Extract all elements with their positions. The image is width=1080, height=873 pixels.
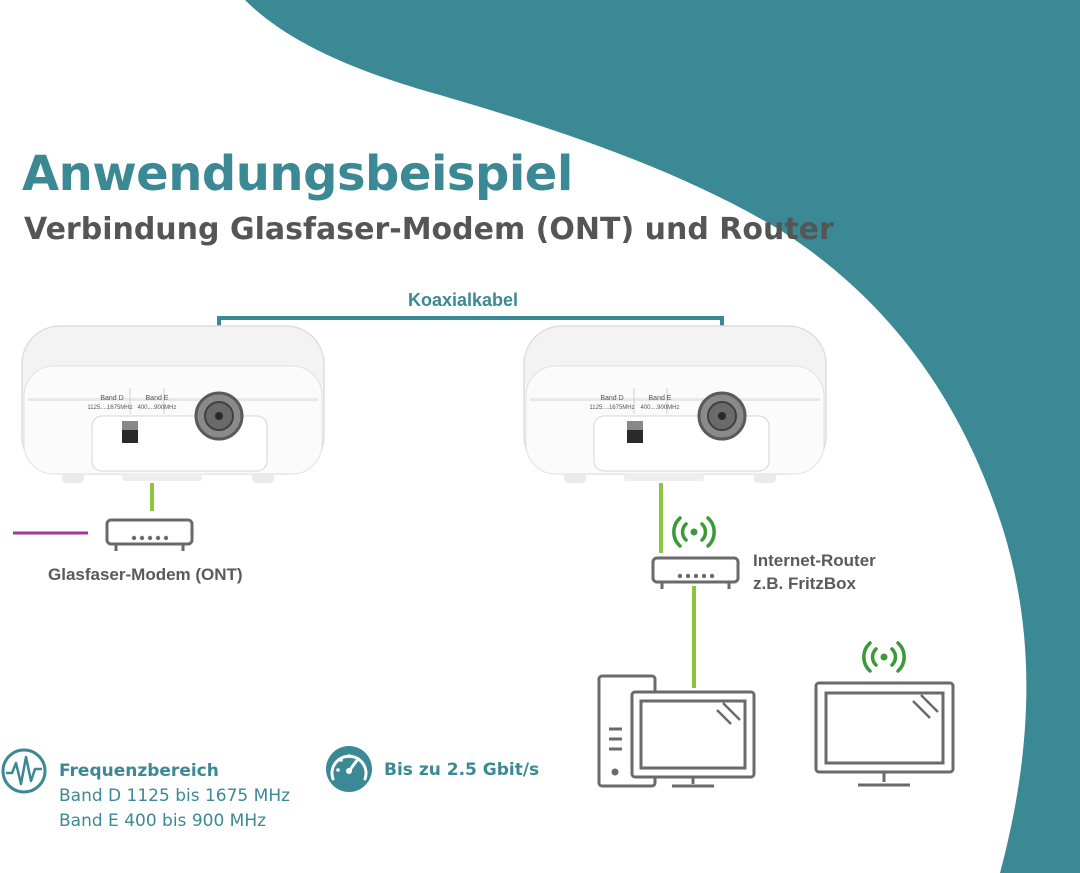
monitor-icon <box>814 681 955 787</box>
left-band-e-label: Band E <box>146 395 169 402</box>
speedometer-icon <box>326 746 372 792</box>
left-band-d-range: 1125....1675MHz <box>87 405 132 411</box>
page-title: Anwendungsbeispiel <box>22 146 573 202</box>
waveform-icon <box>1 748 47 794</box>
wifi-icon <box>672 516 716 548</box>
right-band-e-range: 400....900MHz <box>640 405 679 411</box>
speed-title: Bis zu 2.5 Gbit/s <box>384 760 540 780</box>
desktop-computer-icon <box>597 674 756 788</box>
router-label-line1: Internet-Router <box>753 551 876 570</box>
router-label: Internet-Router z.B. FritzBox <box>753 549 876 595</box>
router-label-line2: z.B. FritzBox <box>753 574 856 593</box>
modem-label: Glasfaser-Modem (ONT) <box>48 565 243 584</box>
adapter-device-left <box>21 325 325 483</box>
page-subtitle: Verbindung Glasfaser-Modem (ONT) und Rou… <box>24 212 834 247</box>
left-band-e-range: 400....900MHz <box>137 405 176 411</box>
router-icon <box>651 556 740 589</box>
background-wave <box>245 0 1080 873</box>
left-band-d-label: Band D <box>100 395 123 402</box>
coax-cable-label: Koaxialkabel <box>408 290 519 310</box>
wifi-icon-monitor <box>862 641 906 673</box>
adapter-device-right <box>523 325 827 483</box>
modem-icon <box>105 518 194 551</box>
right-band-d-label: Band D <box>600 395 623 402</box>
frequency-details: Band D 1125 bis 1675 MHz Band E 400 bis … <box>59 784 290 834</box>
right-band-d-range: 1125....1675MHz <box>589 405 634 411</box>
right-band-e-label: Band E <box>649 395 672 402</box>
frequency-title: Frequenzbereich <box>59 761 219 781</box>
frequency-line-1: Band D 1125 bis 1675 MHz <box>59 786 291 806</box>
frequency-line-2: Band E 400 bis 900 MHz <box>59 811 267 831</box>
